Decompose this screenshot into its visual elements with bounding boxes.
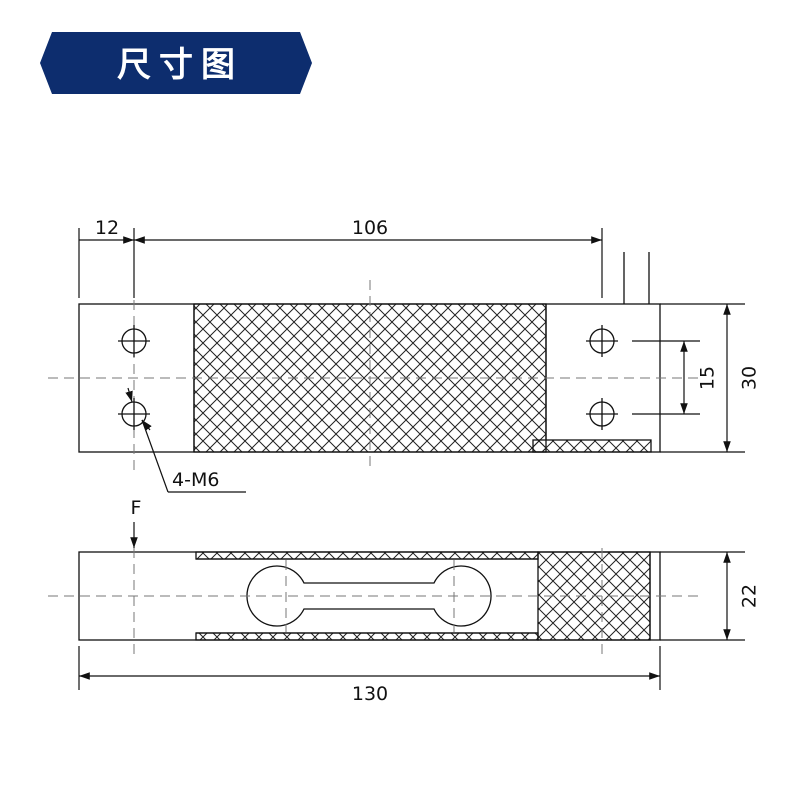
dim-22: 22 [739, 584, 761, 608]
side-center-lines [48, 548, 700, 658]
hole-top-right [586, 325, 618, 357]
cable [623, 252, 650, 304]
dumbbell-slot [246, 565, 492, 627]
top-cable-strip [532, 439, 652, 453]
force-label: F [131, 497, 142, 519]
dim-130: 130 [352, 683, 388, 705]
dim-15: 15 [697, 366, 719, 390]
top-center-lines [48, 280, 700, 470]
side-top-strip [195, 551, 539, 560]
side-bottom-strip [195, 632, 539, 641]
dim-30: 30 [739, 366, 761, 390]
mounting-holes [118, 325, 618, 430]
dim-106: 106 [352, 217, 388, 239]
hole-bottom-right [586, 398, 618, 430]
hole-callout: 4-M6 [172, 469, 219, 491]
dim-12: 12 [95, 217, 119, 239]
hole-bottom-left [118, 398, 150, 430]
page-title: 尺寸图 [117, 45, 243, 85]
hole-top-left [118, 325, 150, 357]
top-dimensions [78, 228, 745, 493]
side-dimensions [78, 522, 745, 690]
